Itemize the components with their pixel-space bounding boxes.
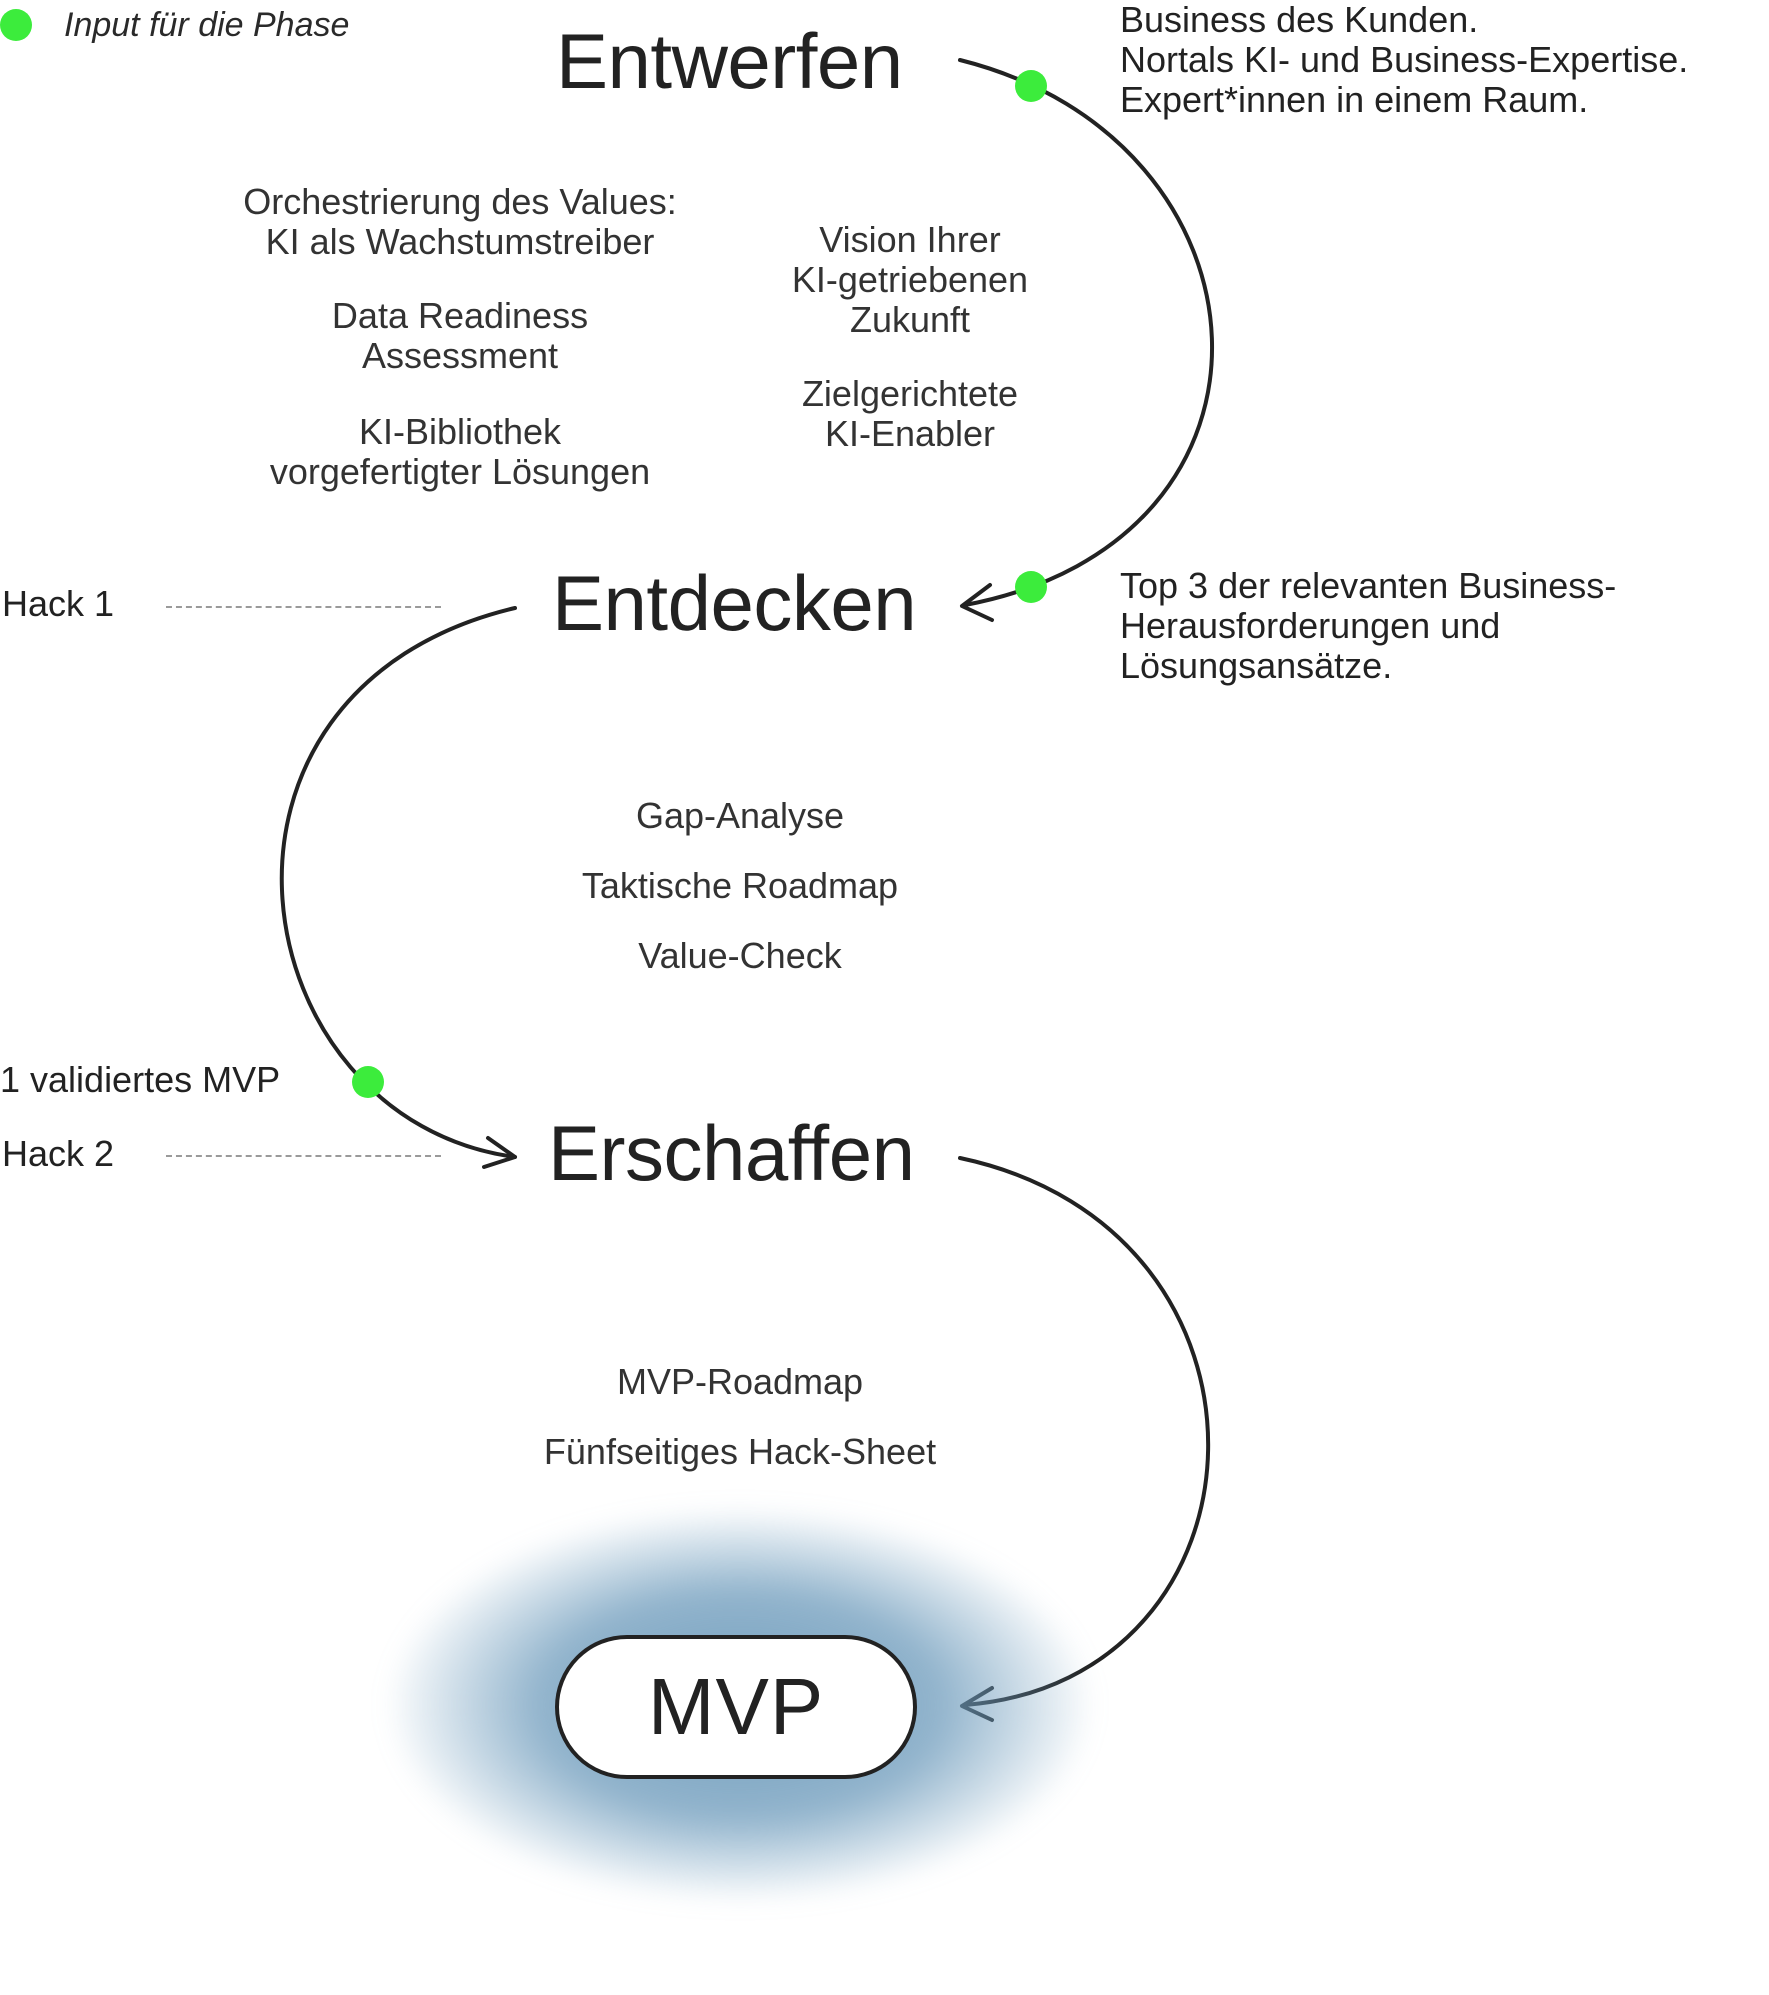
legend-label: Input für die Phase [64, 5, 350, 44]
entwerfen-inputs: Business des Kunden. Nortals KI- und Bus… [1120, 0, 1688, 120]
arrowhead-entdecken [960, 583, 994, 622]
input-line: Nortals KI- und Business-Expertise. [1120, 39, 1689, 80]
entdecken-item: Value-Check [638, 935, 842, 976]
input-dot-erschaffen [352, 1066, 384, 1098]
hack-1-divider [166, 606, 441, 608]
legend: Input für die Phase [0, 2, 349, 48]
input-dot-entwerfen [1015, 70, 1047, 102]
hack-1-label: Hack 1 [2, 583, 115, 624]
arrowhead-erschaffen [482, 1136, 517, 1169]
arrow-erschaffen-to-mvp [958, 1156, 1211, 1707]
item-line: Data Readiness [331, 295, 589, 336]
hack-2-divider [166, 1155, 441, 1157]
entwerfen-item: Vision Ihrer KI-getriebenen Zukunft [760, 220, 1060, 340]
item-line: KI-getriebenen [791, 259, 1029, 300]
input-line: Herausforderungen und [1120, 605, 1501, 646]
entdecken-item: Taktische Roadmap [581, 865, 899, 906]
entwerfen-item: KI-Bibliothek vorgefertigter Lösungen [210, 412, 710, 492]
phase-title-entwerfen: Entwerfen [556, 17, 903, 105]
item-line: vorgefertigter Lösungen [269, 451, 651, 492]
arrow-entwerfen-to-entdecken [958, 58, 1215, 607]
erschaffen-item: MVP-Roadmap [616, 1361, 864, 1402]
item-line: Orchestrierung des Values: [243, 181, 677, 222]
entwerfen-item: Data Readiness Assessment [210, 296, 710, 376]
mvp-pill: MVP [555, 1635, 917, 1779]
item-line: Vision Ihrer [819, 219, 1001, 260]
entdecken-item: Gap-Analyse [635, 795, 845, 836]
hack-2-label: Hack 2 [2, 1133, 115, 1174]
item-line: KI-Bibliothek [358, 411, 562, 452]
entdecken-inputs: Top 3 der relevanten Business- Herausfor… [1120, 566, 1616, 686]
item-line: Assessment [361, 335, 559, 376]
input-line: Expert*innen in einem Raum. [1120, 79, 1589, 120]
phase-title-erschaffen: Erschaffen [548, 1109, 915, 1197]
erschaffen-item: Fünfseitiges Hack-Sheet [543, 1431, 937, 1472]
green-dot-icon [0, 9, 32, 41]
input-dot-entdecken [1015, 571, 1047, 603]
entwerfen-item: Orchestrierung des Values: KI als Wachst… [210, 182, 710, 262]
item-line: KI-Enabler [824, 413, 996, 454]
item-line: KI als Wachstumstreiber [265, 221, 655, 262]
input-line: Top 3 der relevanten Business- [1120, 565, 1617, 606]
validated-mvp-label: 1 validiertes MVP [0, 1059, 281, 1100]
item-line: Zielgerichtete [801, 373, 1019, 414]
mvp-label: MVP [647, 1662, 825, 1751]
phase-title-entdecken: Entdecken [552, 559, 917, 647]
entwerfen-item: Zielgerichtete KI-Enabler [760, 374, 1060, 454]
arrow-entdecken-to-erschaffen [279, 606, 517, 1159]
input-line: Lösungsansätze. [1120, 645, 1393, 686]
item-line: Zukunft [849, 299, 971, 340]
input-line: Business des Kunden. [1120, 0, 1479, 40]
